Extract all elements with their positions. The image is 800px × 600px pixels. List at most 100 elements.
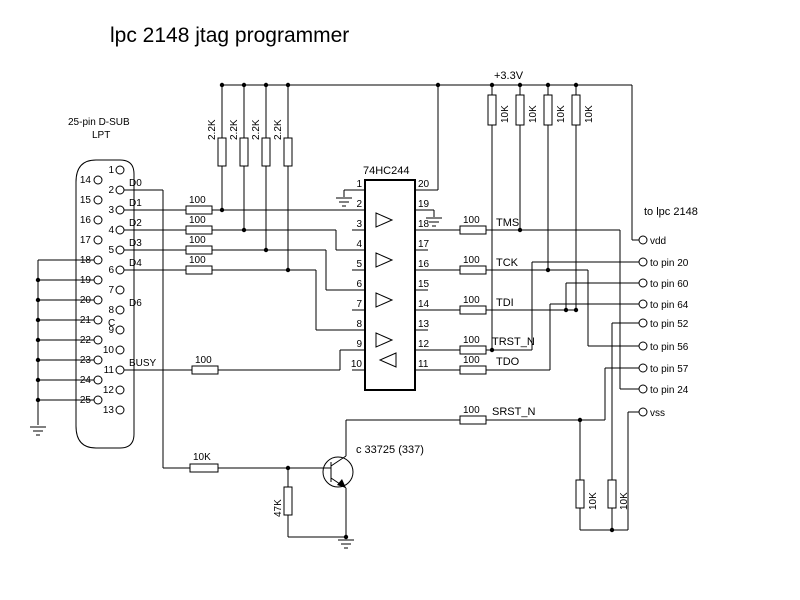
- pin-number: 9: [108, 325, 114, 336]
- signal-label-d2: D2: [129, 218, 142, 229]
- pullup-resistors-2k2: 2.2K 2.2K 2.2K 2.2K: [207, 85, 293, 273]
- pin-number: 15: [80, 195, 92, 206]
- ground-bus: [30, 259, 94, 436]
- buffer-icon: [375, 292, 394, 308]
- terminal-pin57: [638, 363, 648, 373]
- resistor-value-label: 100: [189, 195, 206, 206]
- db25-outline: [75, 159, 135, 449]
- terminal-pin64: [638, 299, 648, 309]
- transistor-label: c 33725 (337): [356, 444, 424, 456]
- ic-pin-number: 6: [356, 279, 362, 290]
- resistor-10k: [487, 94, 497, 126]
- resistor-value-label: 100: [189, 215, 206, 226]
- resistor-10k: [515, 94, 525, 126]
- terminal-label: to pin 60: [650, 279, 689, 290]
- signal-label-d6: D6: [129, 298, 142, 309]
- resistor-value-label: 100: [189, 235, 206, 246]
- signal-label-tck: TCK: [496, 257, 519, 269]
- terminal-vss: [638, 407, 648, 417]
- resistor-10k: [607, 479, 617, 509]
- terminal-label: to pin 52: [650, 319, 689, 330]
- resistor-10k: [571, 94, 581, 126]
- resistor-10k: [575, 479, 585, 509]
- terminal-label: vss: [650, 408, 665, 419]
- ground-symbol: [338, 539, 354, 549]
- pin-number: 3: [108, 205, 114, 216]
- resistor-value-label: 100: [463, 215, 480, 226]
- target-terminals: to lpc 2148 vdd to pin 20 to pin 60 to p…: [612, 206, 698, 530]
- pin-number: 17: [80, 235, 92, 246]
- resistor-100: [459, 345, 487, 355]
- resistor-2k2: [239, 137, 249, 167]
- resistor-47k: [283, 486, 293, 516]
- terminal-pin20: [638, 257, 648, 267]
- pin-number: 7: [108, 285, 114, 296]
- resistor-100: [191, 365, 219, 375]
- pin-number: 12: [103, 385, 115, 396]
- jtag-signal-wires: 100 100 100 100 100 100 TMS TCK TDI TRST…: [346, 215, 639, 425]
- resistor-value-label: 2.2K: [251, 119, 262, 140]
- ic-pin-number: 13: [418, 319, 430, 330]
- resistor-value-label: 100: [189, 255, 206, 266]
- resistor-value-label: 47K: [273, 499, 284, 517]
- ground-symbol: [426, 217, 442, 227]
- db25-left-pins: 14 15 16 17 18 19 20 21 22 23 24 25: [80, 175, 103, 406]
- connector-caption: LPT: [92, 130, 110, 141]
- pin-number: 5: [108, 245, 114, 256]
- ic-74hc244: 74HC244 1 2 3 4 5 6 7 8 9 10 20 19 18 17…: [336, 85, 442, 391]
- resistor-value-label: 100: [463, 335, 480, 346]
- ic-pin-number: 10: [351, 359, 363, 370]
- ic-pin-number: 20: [418, 179, 430, 190]
- pin-number: 6: [108, 265, 114, 276]
- resistor-100: [185, 265, 213, 275]
- terminal-label: to pin 24: [650, 385, 689, 396]
- ic-pin-number: 12: [418, 339, 430, 350]
- signal-label-trst: TRST_N: [492, 336, 535, 348]
- resistor-10k: [189, 463, 219, 473]
- ic-pin-number: 15: [418, 279, 430, 290]
- terminal-vdd: [638, 235, 648, 245]
- resistor-value-label: 10K: [556, 105, 567, 123]
- resistor-100: [459, 225, 487, 235]
- resistor-10k: [543, 94, 553, 126]
- signal-label-tdi: TDI: [496, 297, 514, 309]
- resistor-100: [185, 205, 213, 215]
- ic-pin-number: 5: [356, 259, 362, 270]
- resistor-100: [185, 245, 213, 255]
- resistor-value-label: 2.2K: [273, 119, 284, 140]
- buffer-icon: [375, 212, 394, 228]
- ic-pin-number: 19: [418, 199, 430, 210]
- parallel-port-wires: 100 100 100 100 100: [124, 189, 352, 469]
- resistor-2k2: [261, 137, 271, 167]
- ground-symbol: [336, 197, 352, 207]
- terminal-pin56: [638, 341, 648, 351]
- pin-number: 13: [103, 405, 115, 416]
- terminal-pin24: [638, 384, 648, 394]
- signal-label-d1: D1: [129, 198, 142, 209]
- resistor-value-label: 10K: [528, 105, 539, 123]
- signal-label-srst: SRST_N: [492, 406, 535, 418]
- pin-number: 10: [103, 345, 115, 356]
- terminal-pin52: [638, 318, 648, 328]
- reset-transistor-circuit: 10K 47K c 33725 (337): [189, 420, 424, 549]
- ic-pin-number: 8: [356, 319, 362, 330]
- ic-name-label: 74HC244: [363, 165, 409, 177]
- resistor-100: [459, 415, 487, 425]
- resistor-2k2: [283, 137, 293, 167]
- terminal-label: vdd: [650, 236, 666, 247]
- transistor-body: [322, 456, 354, 488]
- bottom-pulldown-resistors: 10K 10K: [575, 323, 630, 533]
- pin-number: 16: [80, 215, 92, 226]
- ic-pin-number: 11: [418, 359, 429, 370]
- terminal-pin60: [638, 278, 648, 288]
- pin-number: 4: [108, 225, 114, 236]
- emitter-arrow-icon: [337, 479, 346, 488]
- power-rail-label: +3.3V: [494, 70, 524, 82]
- resistor-100: [185, 225, 213, 235]
- resistor-2k2: [217, 137, 227, 167]
- buffer-icon: [375, 252, 394, 268]
- db25-right-pins: 1 2 3 4 5 6 7 8 9 10 11 12 13: [103, 165, 125, 416]
- ic-pin-number: 17: [418, 239, 430, 250]
- signal-label-busy: BUSY: [129, 358, 157, 369]
